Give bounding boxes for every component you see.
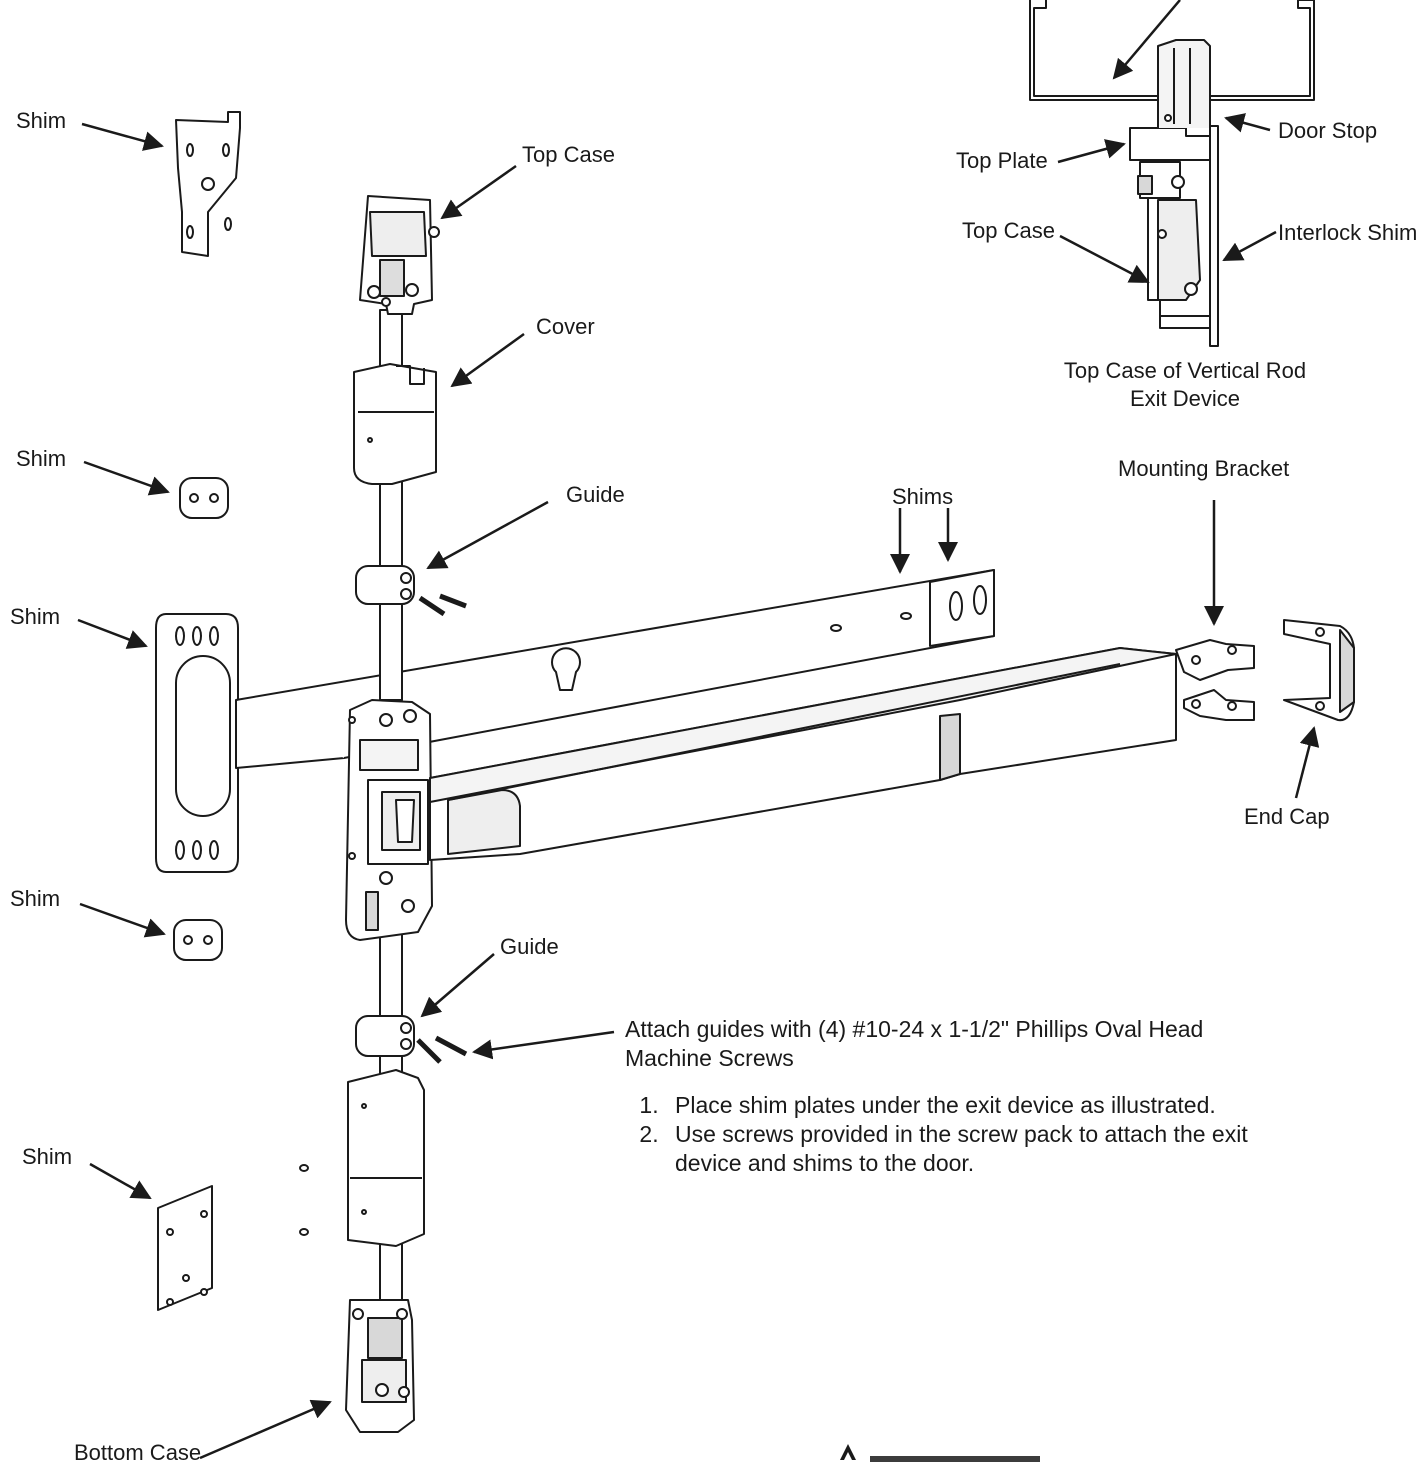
inset-interlock-shim	[1209, 125, 1219, 347]
label-cover: Cover	[536, 314, 595, 339]
installation-instructions: Attach guides with (4) #10-24 x 1-1/2" P…	[625, 1015, 1405, 1178]
label-inset-interlock-shim: Interlock Shim	[1278, 220, 1418, 245]
shim-small-upper	[179, 477, 229, 519]
callout-arrows	[77, 0, 1320, 1460]
shim-bottom	[157, 1185, 213, 1311]
label-end-cap: End Cap	[1244, 804, 1330, 829]
label-shim-3: Shim	[10, 604, 61, 629]
label-shim-5: Shim	[22, 1144, 73, 1169]
end-cap	[1283, 619, 1355, 722]
brand-logo	[830, 1432, 1050, 1462]
guide-lower	[355, 1015, 468, 1064]
mounting-bracket	[1175, 639, 1255, 721]
label-inset-caption-2: Exit Device	[1129, 386, 1241, 411]
label-shim-4: Shim	[10, 886, 61, 911]
label-inset-door-stop: Door Stop	[1278, 118, 1378, 143]
instruction-steps: Place shim plates under the exit device …	[625, 1091, 1405, 1178]
cover-upper	[353, 363, 437, 485]
door-frame-channel	[1029, 0, 1315, 101]
instruction-step-2-line2: device and shims to the door.	[675, 1150, 975, 1176]
label-shims: Shims	[892, 484, 954, 509]
label-inset-caption-1: Top Case of Vertical Rod	[1063, 358, 1307, 383]
push-bar-assembly	[429, 647, 1177, 861]
label-inset-top-case: Top Case	[962, 218, 1055, 243]
guide-screw-note-line2: Machine Screws	[625, 1045, 794, 1071]
cover-lower	[299, 1069, 425, 1247]
label-mounting-bracket: Mounting Bracket	[1118, 456, 1290, 481]
bottom-case	[345, 1299, 415, 1433]
guide-screw-note-line1: Attach guides with (4) #10-24 x 1-1/2" P…	[625, 1016, 1204, 1042]
guide-screw-note: Attach guides with (4) #10-24 x 1-1/2" P…	[625, 1015, 1405, 1073]
inset-top-case-detail	[1029, 0, 1315, 347]
center-case	[345, 699, 433, 941]
label-guide-bottom: Guide	[500, 934, 559, 959]
label-bottom-case: Bottom Case	[74, 1440, 202, 1465]
label-inset-top-plate: Top Plate	[956, 148, 1048, 173]
guide-upper	[355, 565, 467, 617]
label-top-case: Top Case	[522, 142, 615, 167]
brand-logo-mark	[840, 1444, 1040, 1462]
label-guide-top: Guide	[566, 482, 625, 507]
label-shim-2: Shim	[16, 446, 67, 471]
instruction-step-2: Use screws provided in the screw pack to…	[665, 1120, 1405, 1178]
instruction-step-1: Place shim plates under the exit device …	[665, 1091, 1405, 1120]
shim-small-lower	[173, 919, 223, 961]
instruction-step-2-line1: Use screws provided in the screw pack to…	[675, 1121, 1248, 1147]
top-case	[359, 195, 440, 315]
label-shim-1: Shim	[16, 108, 67, 133]
